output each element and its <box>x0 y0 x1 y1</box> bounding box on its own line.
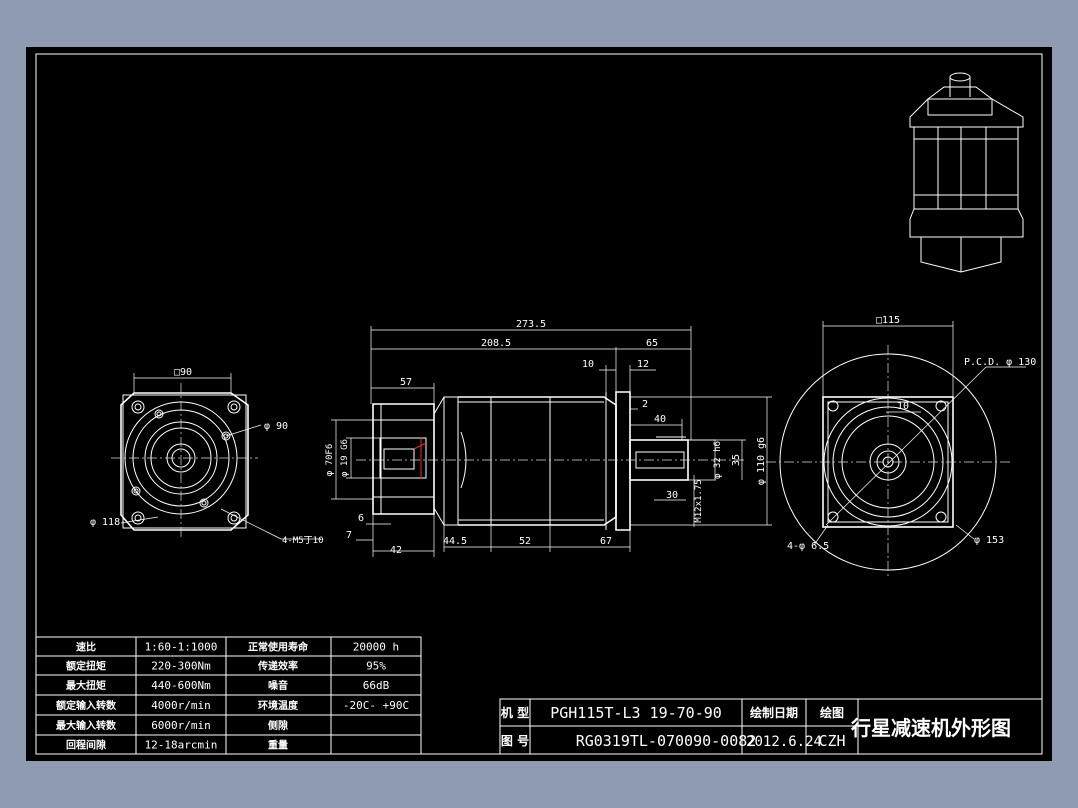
spec-cell-value1: 1:60-1:1000 <box>145 641 218 654</box>
title-block-grid <box>499 698 1043 755</box>
spec-cell-value1: 6000r/min <box>151 719 211 732</box>
dim-right-holes: 4-φ 6.5 <box>787 541 829 552</box>
dim-left-dia-118: φ 118 <box>90 517 120 528</box>
dim-side-35: 35 <box>731 454 742 466</box>
dim-side-57: 57 <box>400 377 412 388</box>
dim-side-dia-70: φ 70F6 <box>325 444 335 477</box>
dim-right-square: □115 <box>876 315 900 326</box>
dim-side-dia-110: φ 110 g6 <box>756 437 767 485</box>
spec-cell-label1: 最大扭矩 <box>66 679 106 692</box>
dim-side-44-5: 44.5 <box>443 536 467 547</box>
dim-right-pcd: P.C.D. φ 130 <box>964 357 1036 368</box>
dim-side-dia-32: φ 32 h6 <box>713 441 723 479</box>
spec-cell-label2: 噪音 <box>268 679 288 692</box>
side-view <box>331 326 772 557</box>
dim-side-7: 7 <box>346 530 352 541</box>
dim-side-208: 208.5 <box>481 338 511 349</box>
spec-cell-label1: 最大输入转数 <box>56 719 117 732</box>
spec-cell-label1: 额定输入转数 <box>56 699 117 712</box>
dim-side-total: 273.5 <box>516 319 546 330</box>
title-drawing-no-label: 图 号 <box>501 733 529 748</box>
spec-table-grid <box>35 636 422 755</box>
spec-cell-value2: 95% <box>366 660 386 673</box>
spec-cell-value1: 220-300Nm <box>151 660 211 673</box>
dim-side-42: 42 <box>390 545 402 556</box>
spec-cell-label1: 速比 <box>76 641 96 654</box>
title-drawer-label: 绘图 <box>820 705 844 720</box>
spec-cell-value2: 20000 h <box>353 641 399 654</box>
spec-cell-value2: 66dB <box>363 679 390 692</box>
spec-cell-label2: 重量 <box>268 739 288 752</box>
drawing-title: 行星减速机外形图 <box>850 716 1011 740</box>
dim-left-holes: 4-M5丁10 <box>282 536 324 546</box>
dim-right-10: 10 <box>897 401 909 412</box>
dim-side-52: 52 <box>519 536 531 547</box>
dim-side-12: 12 <box>637 359 649 370</box>
title-date-label: 绘制日期 <box>750 705 798 720</box>
spec-cell-label2: 传递效率 <box>257 660 298 673</box>
spec-cell-label2: 侧隙 <box>268 719 288 732</box>
cad-drawing: □90 φ 90 φ 118 4-M5丁10 <box>35 53 1043 755</box>
dim-left-dia-90: φ 90 <box>264 421 288 432</box>
dim-side-m12: M12x1.75 <box>694 479 704 522</box>
title-model-label: 机 型 <box>501 705 529 720</box>
left-view <box>111 373 321 540</box>
spec-cell-label2: 正常使用寿命 <box>248 641 309 654</box>
spec-cell-value1: 12-18arcmin <box>145 739 218 752</box>
dim-side-6: 6 <box>358 513 364 524</box>
spec-cell-label2: 环境温度 <box>258 699 299 712</box>
drawing-sheet: □90 φ 90 φ 118 4-M5丁10 <box>26 47 1052 761</box>
spec-cell-value1: 4000r/min <box>151 699 211 712</box>
title-drawer-value: CZH <box>818 732 845 750</box>
dim-side-2: 2 <box>642 399 648 410</box>
dim-side-dia-19: φ 19 G6 <box>340 439 350 477</box>
dim-side-30: 30 <box>666 490 678 501</box>
right-view <box>766 321 1026 579</box>
spec-cell-label1: 额定扭矩 <box>66 660 106 673</box>
dim-right-dia-153: φ 153 <box>974 535 1004 546</box>
title-model-value: PGH115T-L3 19-70-90 <box>550 704 722 722</box>
spec-cell-value2: -20C- +90C <box>343 699 409 712</box>
dim-side-65: 65 <box>646 338 658 349</box>
dim-side-10: 10 <box>582 359 594 370</box>
dim-side-40: 40 <box>654 414 666 425</box>
spec-cell-label1: 回程间隙 <box>66 739 106 752</box>
title-date-value: 2012.6.24 <box>746 734 822 750</box>
spec-table: 速比 1:60-1:1000 正常使用寿命 20000 h 额定扭矩 220-300Nm 传… <box>56 641 409 752</box>
spec-cell-value1: 440-600Nm <box>151 679 211 692</box>
isometric-view <box>909 72 1024 273</box>
title-drawing-no-value: RG0319TL-070090-0082 <box>576 732 757 750</box>
dim-side-67: 67 <box>600 536 612 547</box>
dim-left-square: □90 <box>174 367 192 378</box>
